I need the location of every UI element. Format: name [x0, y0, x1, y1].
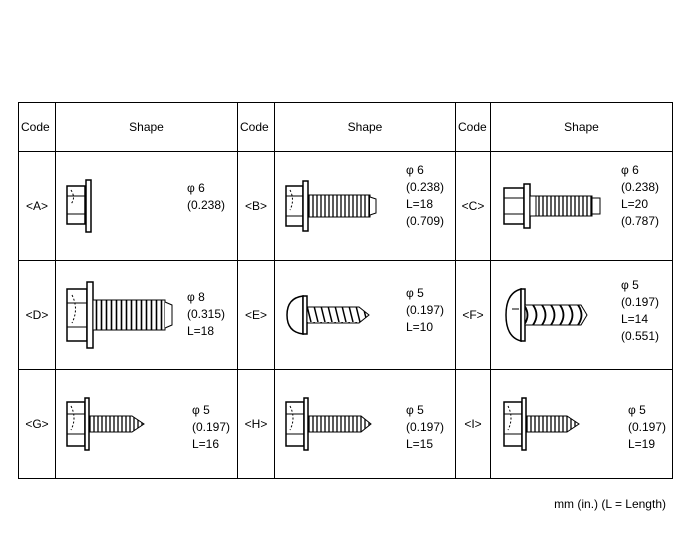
shape-cell-h: φ 5 (0.197) L=15 [274, 369, 456, 479]
spec-diameter: φ 5 [406, 403, 424, 417]
spec-length: L=18 [187, 324, 215, 338]
spec-diameter-inch: (0.238) [621, 180, 660, 194]
spec-diameter-inch: (0.315) [187, 307, 226, 321]
spec-length: L=20 [621, 197, 649, 211]
spec-diameter-inch: (0.197) [406, 420, 445, 434]
spec-diameter: φ 5 [192, 403, 210, 417]
spec-diameter-inch: (0.197) [621, 295, 660, 309]
spec-length: L=16 [192, 437, 220, 451]
code-header: Code [237, 102, 275, 152]
spec-diameter: φ 6 [187, 181, 205, 195]
shape-header: Shape [490, 102, 673, 152]
spec-length: L=18 [406, 197, 434, 211]
code-i: <I> [455, 369, 491, 479]
shape-cell-g: φ 5 (0.197) L=16 [55, 369, 238, 479]
shape-header: Shape [274, 102, 456, 152]
pan-head-tapping-screw-icon [286, 295, 370, 335]
code-header: Code [455, 102, 491, 152]
spec-diameter-inch: (0.238) [187, 198, 226, 212]
code-a: <A> [18, 151, 56, 261]
shape-cell-a: φ 6 (0.238) [55, 151, 238, 261]
spec-diameter: φ 5 [406, 286, 424, 300]
code-e: <E> [237, 260, 275, 370]
code-g: <G> [18, 369, 56, 479]
spec-length: L=10 [406, 320, 434, 334]
table-row: <A> φ 6 (0.238) <B> [18, 151, 673, 261]
spec-length: L=19 [628, 437, 656, 451]
shape-cell-c: φ 6 (0.238) L=20 (0.787) [490, 151, 673, 261]
shape-header: Shape [55, 102, 238, 152]
hex-bolt-washer-icon [503, 183, 601, 229]
code-header: Code [18, 102, 56, 152]
spec-diameter: φ 6 [406, 163, 424, 177]
spec-length: L=15 [406, 437, 434, 451]
spec-length-inch: (0.787) [621, 214, 660, 228]
spec-length-inch: (0.709) [406, 214, 445, 228]
shape-cell-b: φ 6 (0.238) L=18 (0.709) [274, 151, 456, 261]
code-f: <F> [455, 260, 491, 370]
table-row: <G> φ 5 (0.197) L=16 <H> [18, 369, 673, 479]
code-d: <D> [18, 260, 56, 370]
spec-diameter-inch: (0.197) [628, 420, 667, 434]
units-footnote: mm (in.) (L = Length) [554, 497, 666, 511]
code-h: <H> [237, 369, 275, 479]
spec-diameter-inch: (0.197) [406, 303, 445, 317]
large-flanged-hex-bolt-icon [66, 281, 173, 349]
hex-head-tapping-screw-icon [285, 397, 372, 451]
spec-diameter: φ 5 [628, 403, 646, 417]
spec-diameter: φ 6 [621, 163, 639, 177]
fastener-table: Code Shape Code Shape Code Shape <A> φ 6… [18, 102, 673, 479]
table-row: <D> φ 8 (0.315) L=18 <E> [18, 260, 673, 370]
hex-head-tapping-screw-icon [503, 397, 580, 451]
code-c: <C> [455, 151, 491, 261]
spec-diameter: φ 5 [621, 278, 639, 292]
spec-length-inch: (0.551) [621, 329, 660, 343]
spec-length: L=14 [621, 312, 649, 326]
code-b: <B> [237, 151, 275, 261]
spec-diameter: φ 8 [187, 290, 205, 304]
short-flanged-hex-bolt-icon [66, 179, 92, 233]
shape-cell-i: φ 5 (0.197) L=19 [490, 369, 673, 479]
hex-head-tapping-screw-icon [66, 397, 145, 451]
shape-cell-d: φ 8 (0.315) L=18 [55, 260, 238, 370]
shape-cell-f: φ 5 (0.197) L=14 (0.551) [490, 260, 673, 370]
spec-diameter-inch: (0.238) [406, 180, 445, 194]
pan-head-coarse-screw-icon [505, 288, 588, 342]
spec-diameter-inch: (0.197) [192, 420, 231, 434]
flanged-hex-bolt-icon [285, 180, 377, 232]
shape-cell-e: φ 5 (0.197) L=10 [274, 260, 456, 370]
header-row: Code Shape Code Shape Code Shape [18, 102, 673, 152]
